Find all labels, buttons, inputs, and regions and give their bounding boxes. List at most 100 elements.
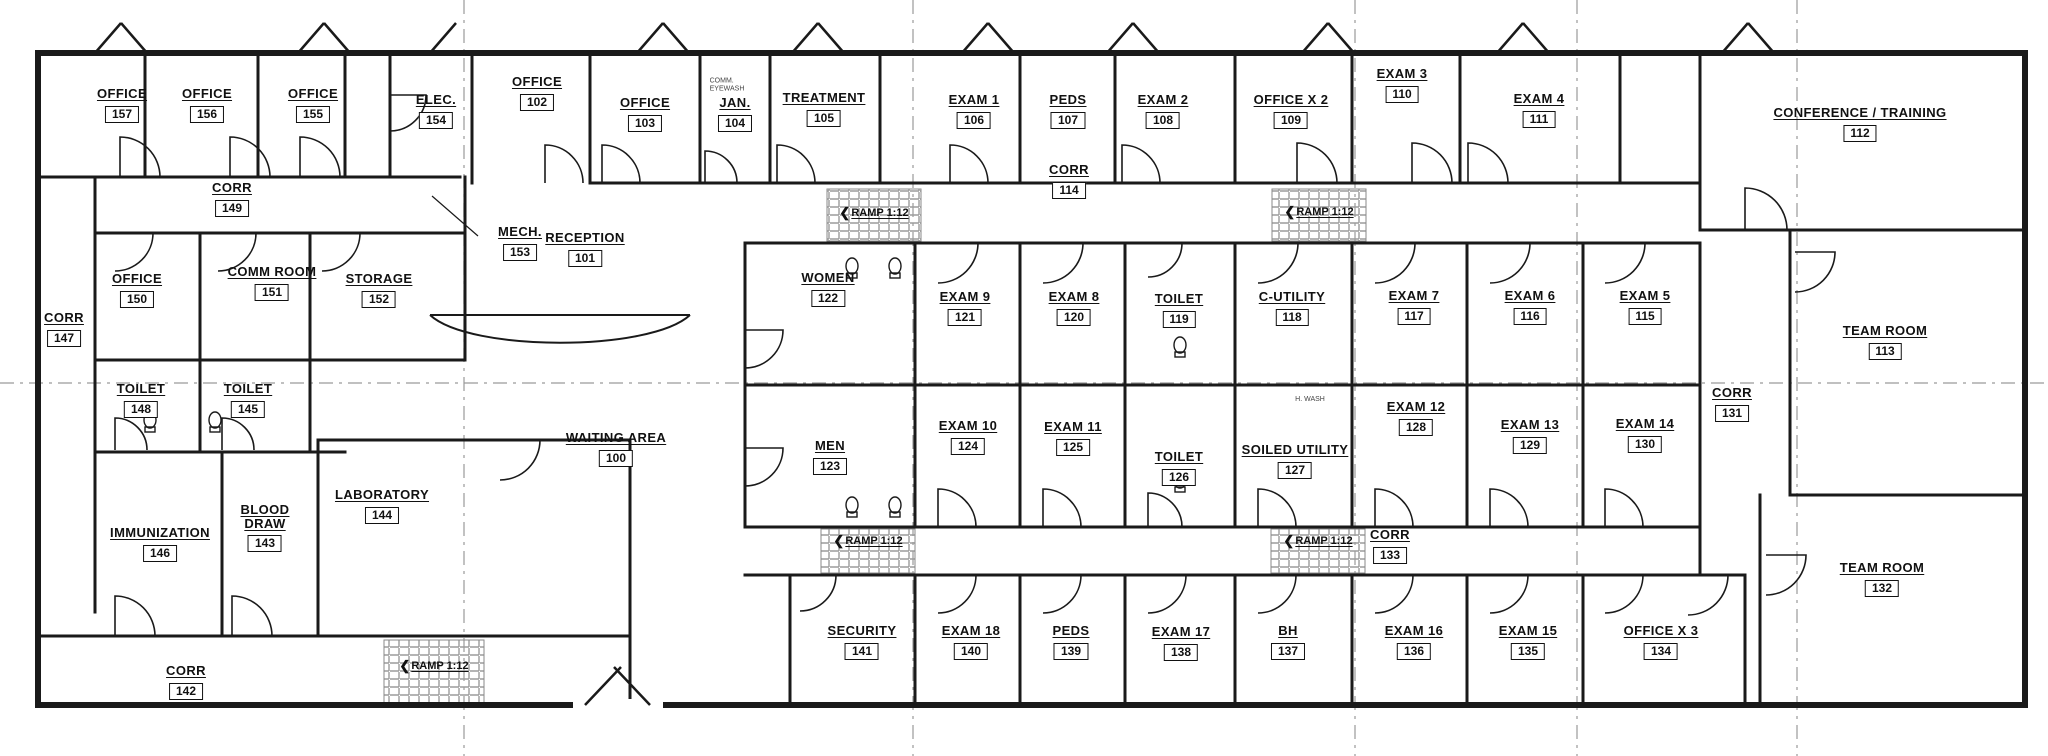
room-name: LABORATORY (334, 487, 430, 502)
room-name: OFFICE (96, 86, 148, 101)
ramp-label: ❮RAMP 1:12 (1284, 204, 1353, 220)
ramp-text: RAMP 1:12 (845, 535, 903, 547)
room-number-badge: 133 (1372, 546, 1408, 564)
room-number-badge: 153 (502, 243, 538, 261)
room-number-badge: 145 (230, 400, 266, 418)
room-number-badge: 143 (247, 535, 283, 553)
ramp-text: RAMP 1:12 (411, 660, 469, 672)
room-number-badge: 140 (953, 642, 989, 660)
room-name: EXAM 16 (1384, 623, 1444, 638)
door-swing-arc (799, 574, 837, 612)
room-number-badge: 134 (1643, 642, 1679, 660)
door-swing-arc (299, 136, 341, 178)
door-swing-arc (1042, 574, 1082, 614)
door-swing-arc (1411, 142, 1453, 184)
ramp-arrow-icon: ❮ (1283, 533, 1295, 548)
room-name: CORR (1049, 162, 1089, 177)
room-name: ELEC. (415, 92, 457, 107)
door-swing-arc (321, 232, 361, 272)
ramp-label: ❮RAMP 1:12 (399, 658, 468, 674)
room-name: EXAM 9 (939, 289, 991, 304)
door-swing-arc (1489, 242, 1531, 284)
door-swing-arc (114, 232, 154, 272)
door-swing-arc (1374, 488, 1414, 528)
toilet-tank-icon (144, 426, 156, 433)
room-name: TOILET (1154, 291, 1204, 306)
room-number-badge: 138 (1163, 643, 1199, 661)
room-name: EXAM 8 (1048, 289, 1100, 304)
room-number-badge: 118 (1275, 308, 1309, 326)
room-name: SOILED UTILITY (1241, 442, 1349, 457)
door-swing-arc (389, 94, 427, 132)
room-name: OFFICE (181, 86, 233, 101)
toilet-icon (845, 257, 859, 275)
room-number-badge: 131 (1714, 404, 1750, 422)
toilet-icon (845, 496, 859, 514)
door-swing-arc (499, 439, 541, 481)
door-swing-arc (1765, 554, 1807, 596)
ramp-text: RAMP 1:12 (1296, 206, 1354, 218)
toilet-icon (888, 496, 902, 514)
toilet-icon (1173, 336, 1187, 354)
ramp-arrow-icon: ❮ (839, 205, 851, 220)
door-swing-arc (229, 136, 271, 178)
room-number-badge: 125 (1055, 438, 1091, 456)
room-label-154: ELEC. 154 (416, 92, 456, 129)
room-name: MEN (814, 438, 846, 453)
room-name: COMM ROOM (227, 264, 317, 279)
room-number-badge: 154 (418, 111, 454, 129)
door-swing-arc (114, 595, 156, 637)
room-number-badge: 124 (950, 437, 986, 455)
door-swing-arc (744, 329, 784, 369)
door-swing-arc (1687, 574, 1729, 616)
room-name: EXAM 7 (1388, 288, 1440, 303)
room-number-badge: 120 (1056, 308, 1092, 326)
room-number-badge: 108 (1145, 111, 1181, 129)
room-label-123: MEN 123 (812, 438, 848, 475)
room-name: CORR (44, 310, 84, 325)
room-number-badge: 123 (812, 457, 848, 475)
room-name: BLOOD DRAW (240, 502, 290, 531)
room-number-badge: 104 (717, 114, 753, 132)
room-label-104: JAN.104 (717, 95, 753, 132)
door-swing-arc (949, 144, 989, 184)
room-number-badge: 128 (1398, 418, 1434, 436)
toilet-fixtures (143, 257, 1187, 518)
door-swing-arc (1147, 574, 1187, 614)
door-swing-arc (1147, 242, 1183, 278)
room-name: EXAM 1 (948, 92, 1000, 107)
entry-doors (573, 666, 663, 711)
room-name: EXAM 12 (1386, 399, 1446, 414)
room-name: PEDS (1049, 92, 1087, 107)
room-name: EXAM 17 (1151, 624, 1211, 639)
door-swing-arc (937, 488, 977, 528)
room-number-badge: 116 (1513, 307, 1547, 325)
room-name: EXAM 4 (1513, 91, 1565, 106)
room-label-128: EXAM 12 128 (1387, 399, 1445, 436)
room-name: CONFERENCE / TRAINING (1773, 105, 1947, 120)
door-swing-arc (937, 574, 977, 614)
room-name: EXAM 5 (1619, 288, 1671, 303)
room-number-badge: 144 (364, 506, 400, 524)
